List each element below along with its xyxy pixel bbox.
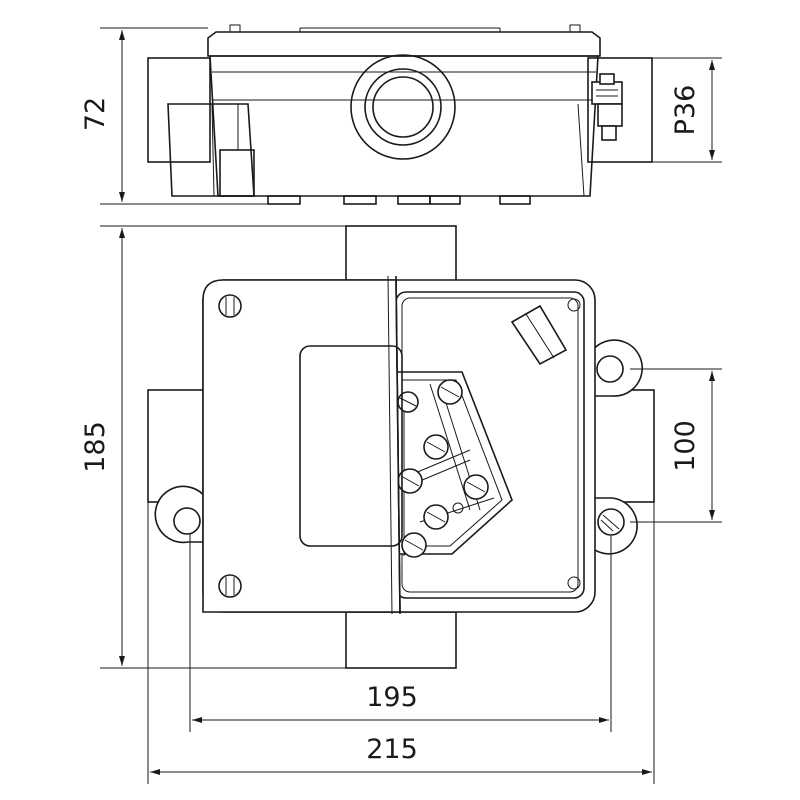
mount-lug-left-bottom bbox=[154, 485, 207, 544]
plan-pipe-top bbox=[345, 225, 457, 283]
side-lid bbox=[207, 31, 601, 57]
dim-100-label: 100 bbox=[670, 420, 701, 472]
side-knockout-outer bbox=[350, 54, 456, 160]
terminal-screw bbox=[397, 391, 419, 413]
terminal-screw bbox=[401, 532, 427, 558]
dim-195-label: 195 bbox=[366, 682, 418, 713]
side-pipe-left bbox=[147, 57, 211, 163]
plan-pipe-bottom bbox=[345, 611, 457, 669]
side-body bbox=[209, 55, 599, 197]
lid-label-plate bbox=[299, 345, 403, 547]
plan-pipe-right bbox=[593, 389, 655, 503]
mount-screw-right bbox=[597, 508, 625, 536]
lid-screw-top-left bbox=[218, 294, 242, 318]
plan-view bbox=[147, 225, 655, 669]
terminal-screw bbox=[437, 379, 463, 405]
side-view-dimensions bbox=[100, 27, 722, 205]
dim-215-label: 215 bbox=[366, 734, 418, 765]
side-knockout-mid bbox=[364, 68, 442, 146]
dim-72-label: 72 bbox=[80, 97, 111, 131]
side-pipe-right bbox=[587, 57, 653, 163]
plan-view-dimensions bbox=[100, 225, 722, 784]
terminal-screw bbox=[423, 504, 449, 530]
plan-lid bbox=[202, 279, 401, 613]
cable-gland bbox=[510, 304, 568, 366]
mount-lug-right-top bbox=[589, 339, 643, 397]
dim-p36-label: P36 bbox=[670, 85, 701, 136]
lid-screw-bottom-left bbox=[218, 574, 242, 598]
side-view bbox=[147, 24, 653, 205]
side-clamp bbox=[591, 81, 623, 105]
terminal-screw bbox=[423, 434, 449, 460]
dim-185-label: 185 bbox=[80, 421, 111, 473]
side-knockout-inner bbox=[372, 76, 434, 138]
plan-pipe-left bbox=[147, 389, 207, 503]
terminal-screw bbox=[463, 474, 489, 500]
